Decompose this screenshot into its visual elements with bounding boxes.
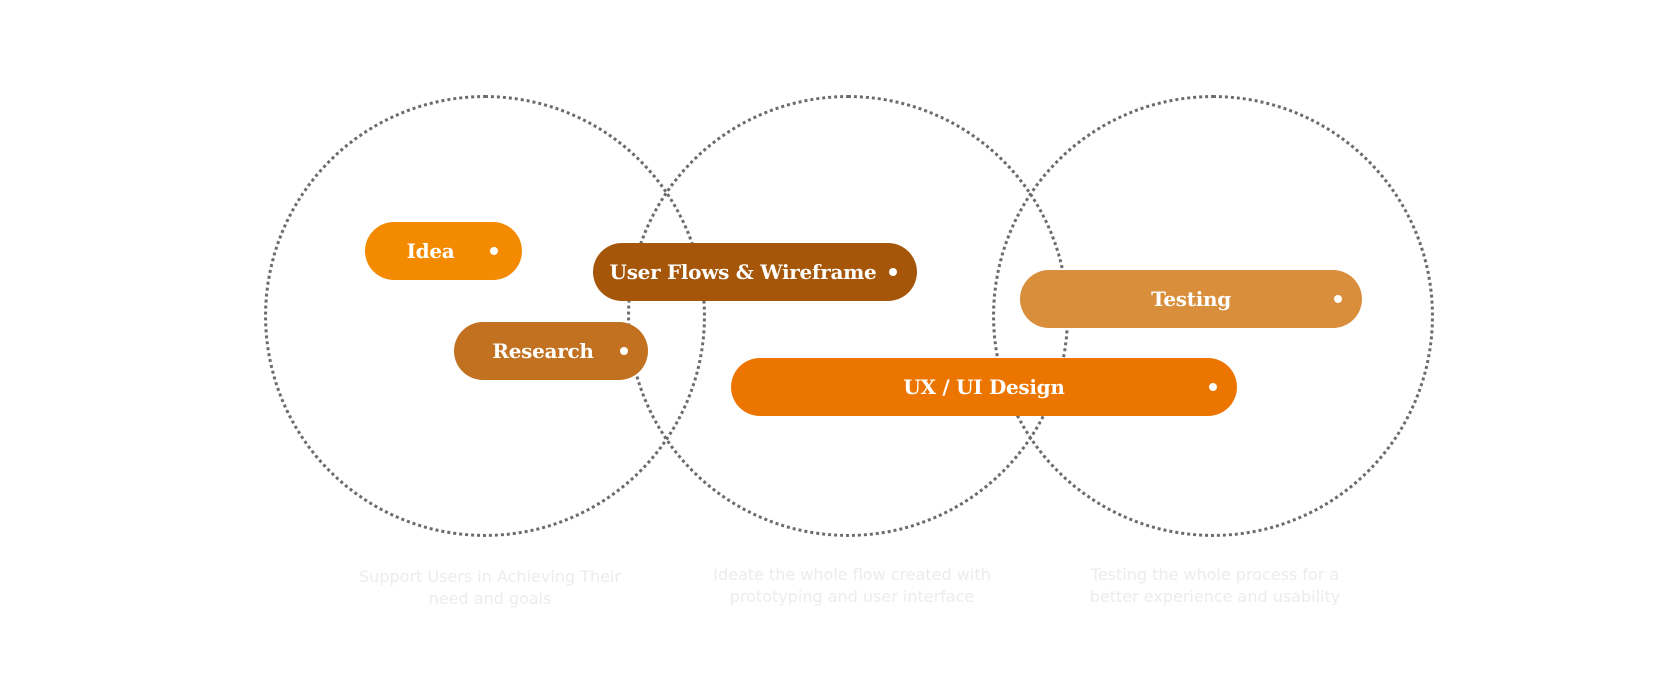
bullet-dot-icon [1334, 295, 1342, 303]
stage-caption-3: Testing the whole process for a better e… [1089, 565, 1341, 606]
bullet-dot-icon [889, 268, 897, 276]
testing-label: Testing [1151, 287, 1231, 311]
testing-pill[interactable]: Testing [1020, 270, 1362, 328]
research-label: Research [492, 339, 594, 363]
bullet-dot-icon [1209, 383, 1217, 391]
stage-caption-2: Ideate the whole flow created with proto… [713, 565, 991, 606]
stage-circle-3 [992, 95, 1434, 537]
ux-ui-design-label: UX / UI Design [903, 375, 1065, 399]
stage-caption-1: Support Users in Achieving Their need an… [359, 567, 621, 608]
user-flows-wireframe-pill[interactable]: User Flows & Wireframe [593, 243, 917, 301]
bullet-dot-icon [620, 347, 628, 355]
bullet-dot-icon [490, 247, 498, 255]
user-flows-wireframe-label: User Flows & Wireframe [609, 260, 877, 284]
ux-ui-design-pill[interactable]: UX / UI Design [731, 358, 1237, 416]
idea-label: Idea [406, 239, 455, 263]
research-pill[interactable]: Research [454, 322, 648, 380]
idea-pill[interactable]: Idea [365, 222, 522, 280]
